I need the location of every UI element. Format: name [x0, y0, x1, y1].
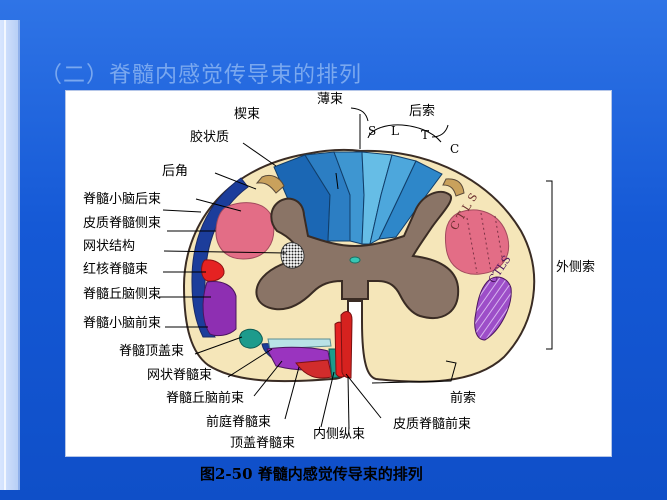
leader-lines: [159, 107, 553, 430]
label-wangzhuang-jisui-shu: 网状脊髓束: [147, 368, 212, 383]
label-t: T: [421, 128, 429, 142]
posterior-columns: [273, 151, 443, 245]
label-s: S: [368, 124, 376, 138]
label-honghe-jisui-shu: 红核脊髓束: [83, 261, 148, 277]
anterior-corticospinal-tract: [340, 311, 353, 379]
label-qianting-jisui-shu: 前庭脊髓束: [206, 414, 271, 430]
substantia-gelatinosa: [255, 174, 285, 194]
slide-title: （二）脊髓内感觉传导束的排列: [40, 63, 363, 88]
label-c: C: [450, 142, 459, 156]
label-hou-suo: 后索: [409, 104, 435, 119]
label-hou-jiao: 后角: [162, 164, 188, 179]
lateral-spinothalamic-tract-right: [474, 276, 512, 341]
label-wangzhuang-jiegou: 网状结构: [83, 239, 135, 254]
gray-matter: [255, 190, 460, 319]
reticular-formation: [280, 242, 305, 269]
diagram-panel: C T L S CTLS: [65, 90, 612, 457]
central-canal: [349, 256, 361, 264]
substantia-gelatinosa-right: [442, 178, 465, 197]
spinotectal-tract: [239, 328, 263, 349]
ctls-divider-1: [466, 217, 478, 274]
figure-caption: 图2-50 脊髓内感觉传导束的排列: [200, 465, 423, 483]
label-jisui-xiaonao-qianshu: 脊髓小脑前束: [83, 315, 161, 331]
label-bo-shu: 薄束: [317, 92, 343, 107]
label-jisui-dinggai-shu: 脊髓顶盖束: [119, 344, 184, 359]
label-qian-suo: 前索: [450, 390, 476, 406]
label-dinggai-jisui-shu: 顶盖脊髓束: [230, 436, 295, 451]
label-jisui-qiunao-qianshu: 脊髓丘脑前束: [166, 390, 244, 406]
label-jiao-zhuang-zhi: 胶状质: [190, 129, 229, 145]
label-xie-shu: 楔束: [234, 107, 260, 122]
rubrospinal-tract: [201, 259, 225, 282]
label-jisui-qiunao-ceshu: 脊髓丘脑侧束: [83, 287, 161, 302]
spinocerebellar-posterior-tract: [191, 177, 249, 338]
label-neice-zong-shu: 内侧纵束: [313, 426, 365, 442]
label-pizhi-jisui-ceshu: 皮质脊髓侧束: [83, 216, 161, 231]
label-jisui-xiaonao-houshu: 脊髓小脑后束: [83, 192, 161, 207]
lateral-spinothalamic-tract: [202, 281, 237, 337]
reticulospinal-band: [267, 338, 332, 350]
label-pizhi-jisui-qianshu: 皮质脊髓前束: [393, 416, 471, 432]
label-l: L: [391, 124, 399, 138]
spinal-cord-diagram: C T L S CTLS: [83, 92, 595, 451]
slide-left-bar: [0, 20, 20, 490]
lateral-corticospinal-tract-left: [215, 202, 275, 260]
label-wai-ce-suo: 外侧索: [556, 260, 595, 275]
